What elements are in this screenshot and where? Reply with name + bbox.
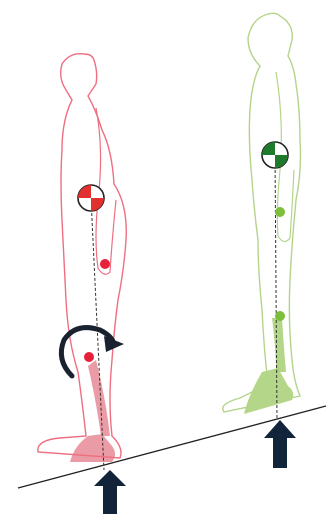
figure-left-plumb-line bbox=[91, 198, 104, 470]
center-of-mass-icon bbox=[262, 142, 288, 168]
figure-right bbox=[223, 13, 301, 468]
figure-left-knee-joint bbox=[84, 352, 94, 362]
figure-right-lower-leg-shade bbox=[272, 318, 286, 372]
figure-left-outline bbox=[38, 54, 126, 458]
figure-right-knee-joint bbox=[275, 311, 285, 321]
figure-right-outline bbox=[223, 13, 301, 412]
figure-left-hip-joint bbox=[100, 259, 110, 269]
figure-left bbox=[38, 54, 126, 514]
figure-right-hip-joint bbox=[275, 207, 285, 217]
figure-left-lower-leg-shade bbox=[88, 360, 110, 436]
figure-right-foot-shade bbox=[244, 368, 293, 414]
ground-reaction-arrow-icon bbox=[264, 420, 296, 468]
ground-reaction-arrow-icon bbox=[94, 470, 126, 514]
center-of-mass-icon bbox=[78, 185, 104, 211]
